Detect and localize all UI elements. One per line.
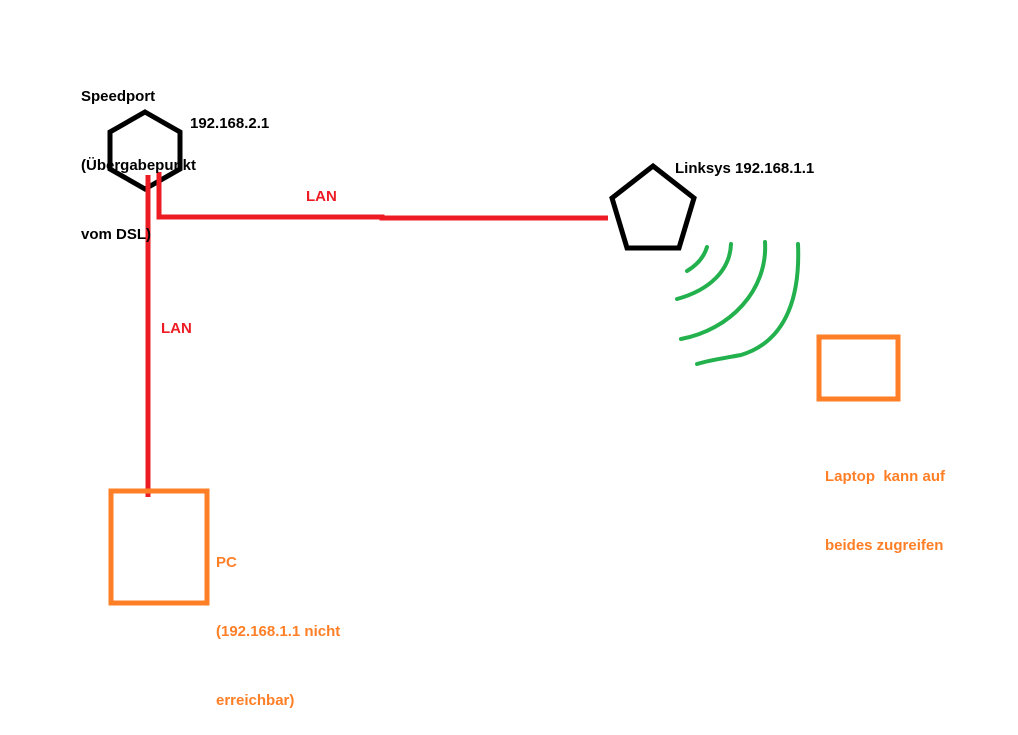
wifi-arc-1: [685, 245, 709, 273]
pc-label-line: PC: [216, 554, 237, 571]
speedport-label: Speedport (Übergabepunkt vom DSL): [81, 39, 196, 269]
speedport-label-line: Speedport: [81, 88, 156, 105]
wifi-arc-3: [679, 240, 768, 341]
speedport-ip: 192.168.2.1: [190, 115, 270, 132]
pc-label-line: erreichbar): [216, 692, 295, 709]
laptop-box: [816, 334, 901, 402]
wifi-arc-2: [675, 242, 733, 301]
lan-cable-to-linksys: [156, 172, 608, 221]
laptop-label-line: Laptop kann auf: [825, 468, 945, 485]
speedport-label-line: vom DSL): [81, 226, 152, 243]
laptop-label-line: beides zugreifen: [825, 537, 944, 554]
laptop-label: Laptop kann auf beides zugreifen: [825, 419, 945, 580]
pc-box: [108, 488, 210, 606]
speedport-hexagon: [107, 109, 183, 192]
pc-label: PC (192.168.1.1 nicht erreichbar): [216, 505, 340, 735]
wifi-arc-4: [695, 242, 801, 366]
linksys-label: Linksys 192.168.1.1: [675, 160, 815, 177]
lan-label-vertical: LAN: [161, 320, 192, 337]
speedport-label-line: (Übergabepunkt: [81, 157, 197, 174]
linksys-pentagon: [609, 162, 697, 251]
pc-label-line: (192.168.1.1 nicht: [216, 623, 341, 640]
lan-label-horizontal: LAN: [306, 188, 337, 205]
